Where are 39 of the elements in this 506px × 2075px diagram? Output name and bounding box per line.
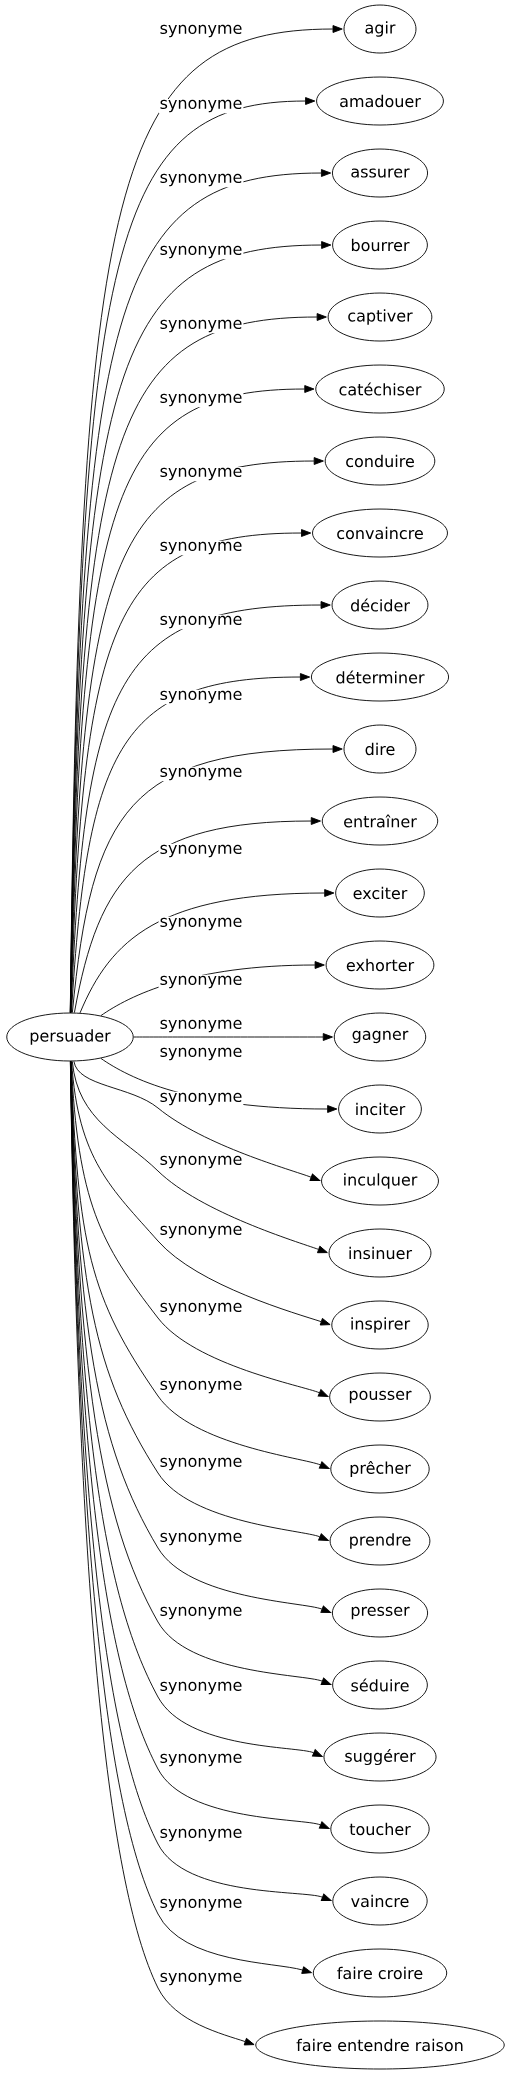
edge-label: synonyme — [158, 1531, 244, 1547]
edge-label: synonyme — [158, 540, 244, 556]
arrow — [70, 601, 331, 1014]
edge-label: synonyme — [158, 614, 244, 630]
arrow — [71, 673, 311, 1014]
edge-label: synonyme — [158, 1154, 244, 1170]
arrow — [69, 1061, 255, 2046]
arrow — [133, 1033, 333, 1041]
edge-label: synonyme — [158, 392, 244, 408]
edge-label: synonyme — [158, 1827, 244, 1843]
edge-label: synonyme — [158, 1680, 244, 1696]
edge-label: synonyme — [158, 1091, 244, 1107]
edge-label: synonyme — [158, 1379, 244, 1395]
edge-label: synonyme — [158, 1046, 244, 1062]
edge-label: synonyme — [158, 1018, 244, 1034]
edge-label: synonyme — [158, 843, 244, 859]
arrow — [73, 817, 321, 1014]
edge-label: synonyme — [158, 916, 244, 932]
edge-label: synonyme — [158, 974, 244, 990]
edge-label: synonyme — [158, 1456, 244, 1472]
arrow — [71, 745, 343, 1014]
edge-label: synonyme — [158, 318, 244, 334]
edge-label: synonyme — [158, 23, 244, 39]
edge-label: synonyme — [158, 466, 244, 482]
edge-label: synonyme — [158, 1224, 244, 1240]
edge-label: synonyme — [158, 1897, 244, 1913]
edge-label: synonyme — [158, 1605, 244, 1621]
edge-label: synonyme — [158, 1301, 244, 1317]
arrow — [71, 1061, 328, 1254]
arrow — [70, 1061, 330, 1469]
edge-label: synonyme — [158, 172, 244, 188]
edge-label: synonyme — [158, 1752, 244, 1768]
edge-label: synonyme — [158, 766, 244, 782]
arrow — [73, 1060, 321, 1181]
edge-label: synonyme — [158, 689, 244, 705]
edge-label: synonyme — [158, 98, 244, 114]
edge-label: synonyme — [158, 1971, 244, 1987]
arrow — [79, 889, 335, 1014]
edge-label: synonyme — [158, 244, 244, 260]
